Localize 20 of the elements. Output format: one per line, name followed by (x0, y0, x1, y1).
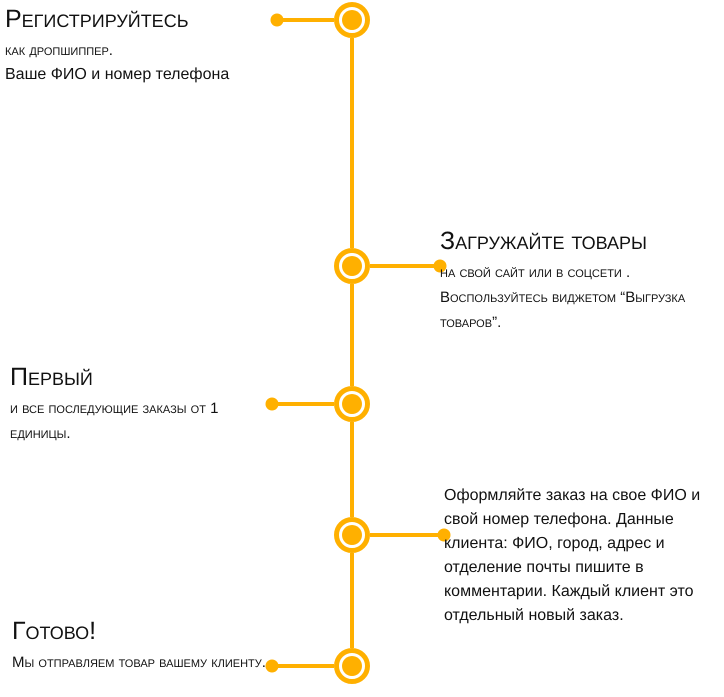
step-heading: Первый (10, 362, 94, 392)
step-description: Воспользуйтесь виджетом “Выгрузка товаров”. (440, 288, 686, 333)
step-description: и все последующие заказы от 1 единицы. (10, 399, 220, 444)
connector-line (350, 38, 354, 248)
step-heading: Загружайте товары (440, 226, 648, 256)
connector-line (370, 260, 446, 272)
step-description: Оформляйте заказ на свое ФИО и свой номер телефона. Данные клиента: ФИО, город, адрес и отделение почты пишите в комментарии. Каждый клиент это отдельный новый заказ. (444, 486, 702, 626)
connector-line (370, 528, 450, 542)
connector-line (266, 398, 334, 410)
step-heading: Готово! (12, 616, 98, 646)
step-description: на свой сайт или в соцсети . (440, 263, 632, 283)
step-description: Мы отправляем товар вашему клиенту. (12, 653, 267, 673)
step-description: Ваше ФИО и номер телефона (5, 65, 230, 85)
step-heading: Регистрируйтесь (5, 4, 190, 34)
connector-line (270, 14, 334, 26)
step-description: как дропшиппер. (5, 41, 114, 61)
connector-line (266, 660, 334, 672)
connector-line (350, 553, 354, 648)
connector-line (350, 284, 354, 386)
connector-line (350, 422, 354, 517)
